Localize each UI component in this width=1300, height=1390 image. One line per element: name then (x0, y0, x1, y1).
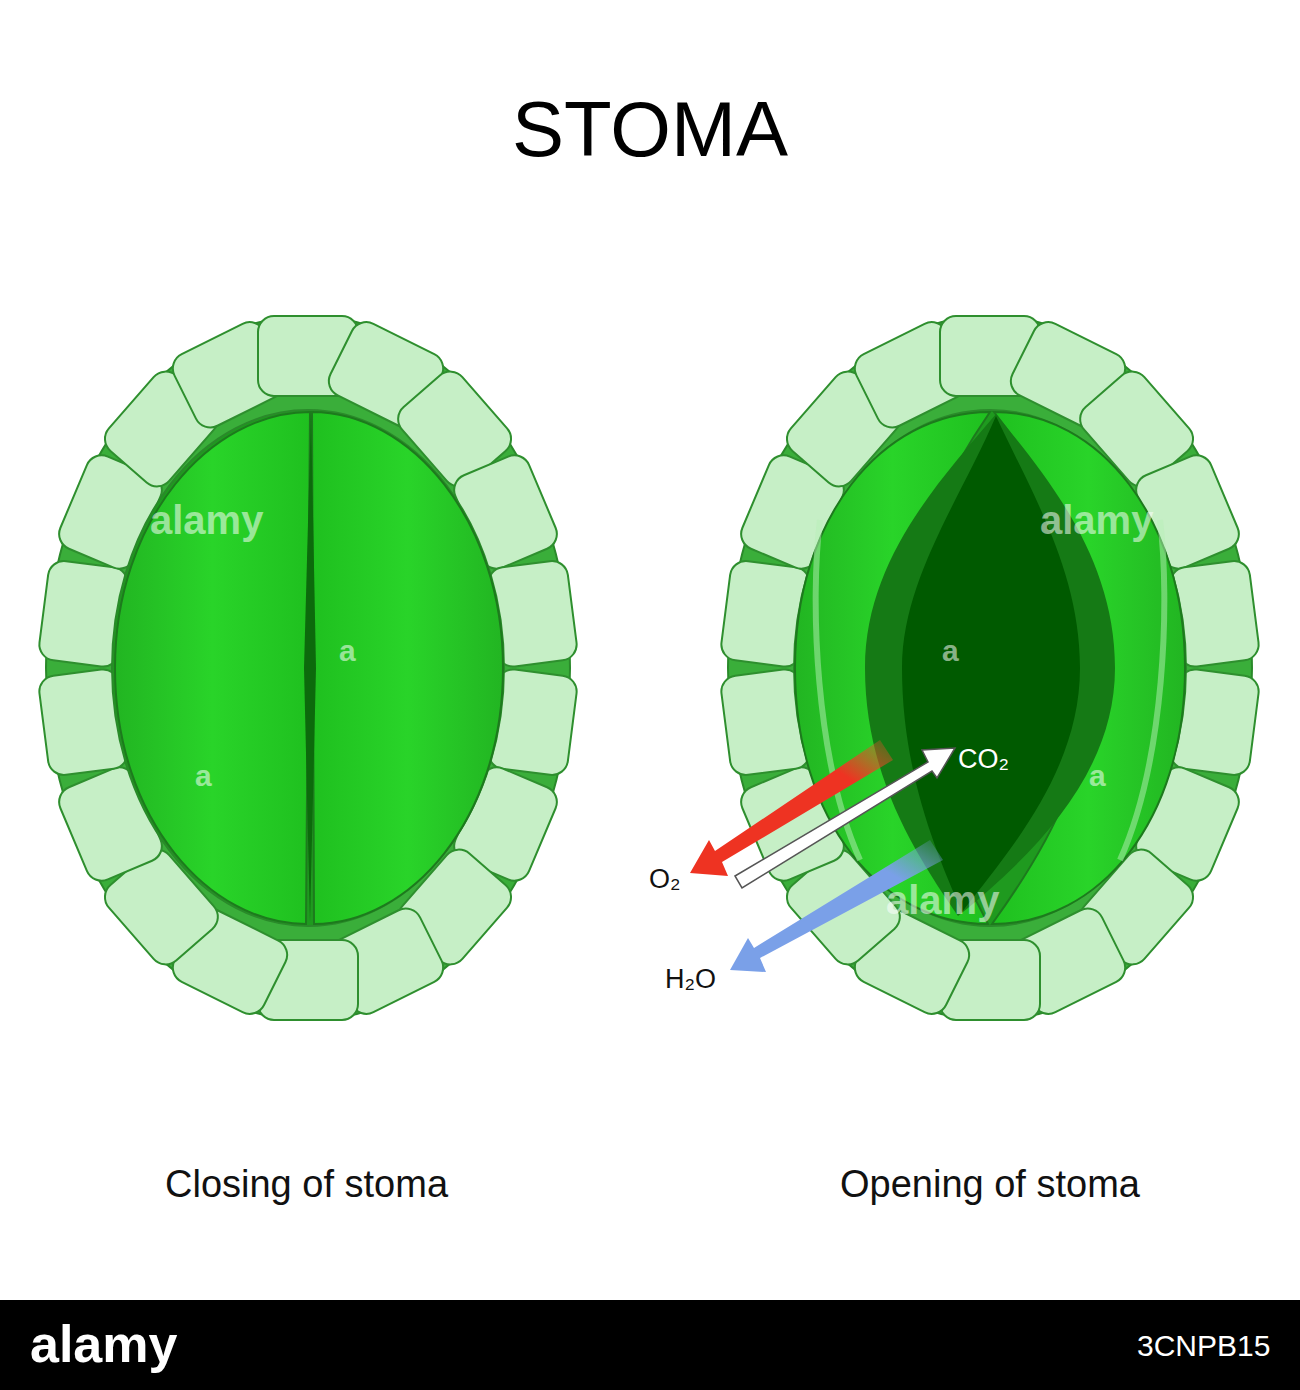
watermark: alamy (150, 498, 263, 542)
watermark: alamy (886, 878, 999, 922)
watermark: a (339, 634, 356, 667)
stoma-caption: Closing of stoma (165, 1164, 448, 1206)
watermark: a (1089, 759, 1106, 792)
watermark: a (942, 634, 959, 667)
open-stoma (719, 316, 1260, 1020)
stoma-caption: Opening of stoma (840, 1164, 1140, 1206)
gas-label: O₂ (649, 865, 680, 895)
gas-arrows (690, 740, 955, 972)
watermark: alamy (1040, 498, 1153, 542)
closed-stoma (37, 316, 578, 1020)
watermark: a (195, 759, 212, 792)
gas-label: CO₂ (958, 745, 1009, 775)
title: STOMA (512, 87, 788, 173)
watermark-logo: alamy (30, 1316, 177, 1373)
image-id: 3CNPB15 (1137, 1329, 1270, 1362)
gas-label: H₂O (665, 965, 716, 995)
watermark-bar (0, 1300, 1300, 1390)
